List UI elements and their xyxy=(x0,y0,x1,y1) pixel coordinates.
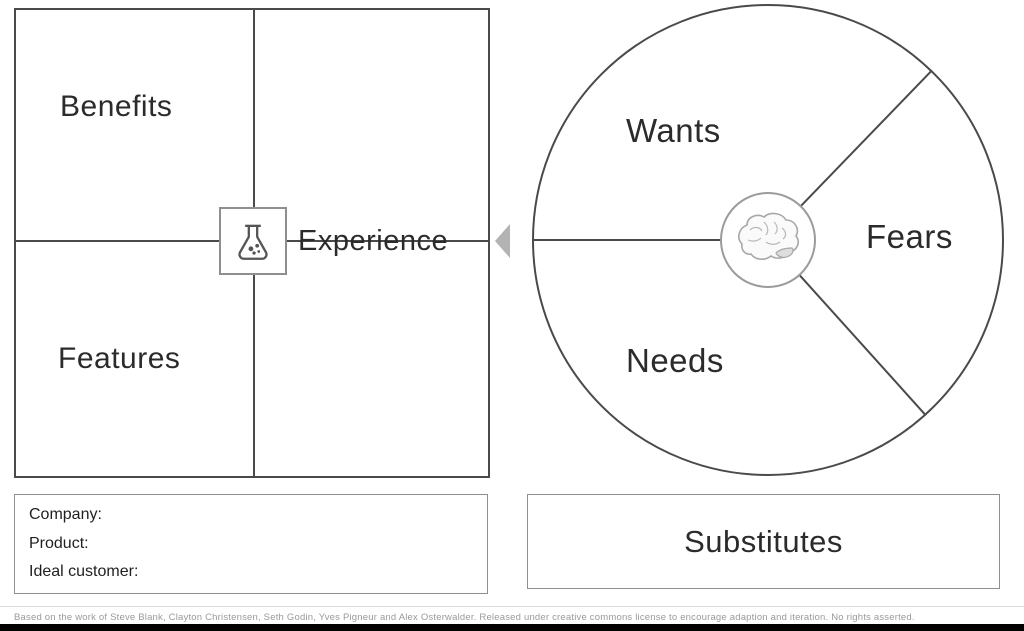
ideal-customer-field-label: Ideal customer: xyxy=(29,563,139,581)
needs-label: Needs xyxy=(626,342,724,379)
fears-label: Fears xyxy=(866,218,953,255)
brain-icon xyxy=(738,212,799,260)
substitutes-box: Substitutes xyxy=(527,494,1000,589)
customer-circle xyxy=(532,4,1004,476)
attribution-text: Based on the work of Steve Blank, Clayto… xyxy=(0,606,1024,623)
features-label: Features xyxy=(58,342,181,375)
flask-icon xyxy=(238,224,268,260)
company-info-box: Company: Product: Ideal customer: xyxy=(14,494,488,594)
substitutes-label: Substitutes xyxy=(684,523,843,559)
product-quadrant-box: Benefits Features Experience xyxy=(14,8,490,478)
footer-bar xyxy=(0,624,1024,631)
product-icon-box xyxy=(219,207,287,275)
arrow-left-icon xyxy=(495,224,510,258)
experience-label: Experience xyxy=(298,225,449,257)
product-field-label: Product: xyxy=(29,534,89,552)
benefits-label: Benefits xyxy=(60,90,173,123)
company-field-label: Company: xyxy=(29,506,102,523)
wants-label: Wants xyxy=(626,112,721,149)
